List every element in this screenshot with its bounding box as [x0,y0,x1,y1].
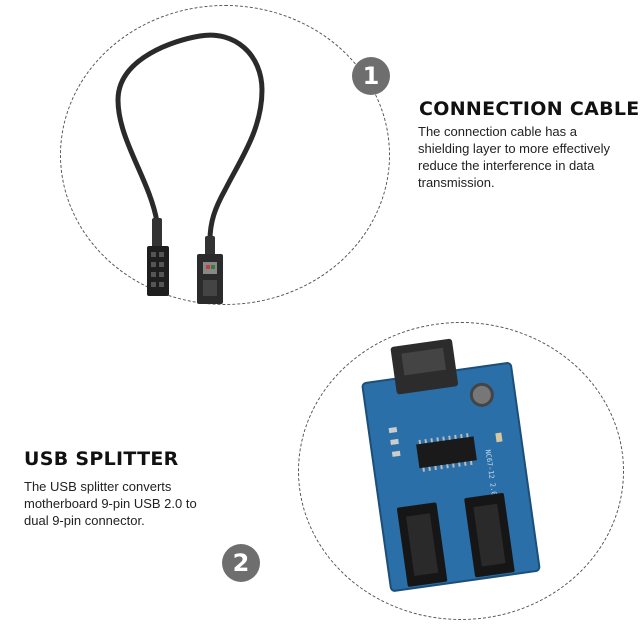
usb-splitter-title: USB SPLITTER [24,448,179,470]
usb-header-left [396,502,448,587]
splitter-circle-frame [298,322,624,620]
step-2-badge: 2 [222,544,260,582]
connection-cable-description: The connection cable has a shielding lay… [418,124,610,190]
step-1-badge: 1 [352,57,390,95]
usb-header-right [464,493,515,578]
cable-connector-right [197,254,223,304]
usb-splitter-description: The USB splitter converts motherboard 9-… [24,479,197,528]
cable-connector-left [147,246,169,296]
cable-circle-frame [60,5,390,305]
connection-cable-title: CONNECTION CABLE [419,98,640,120]
